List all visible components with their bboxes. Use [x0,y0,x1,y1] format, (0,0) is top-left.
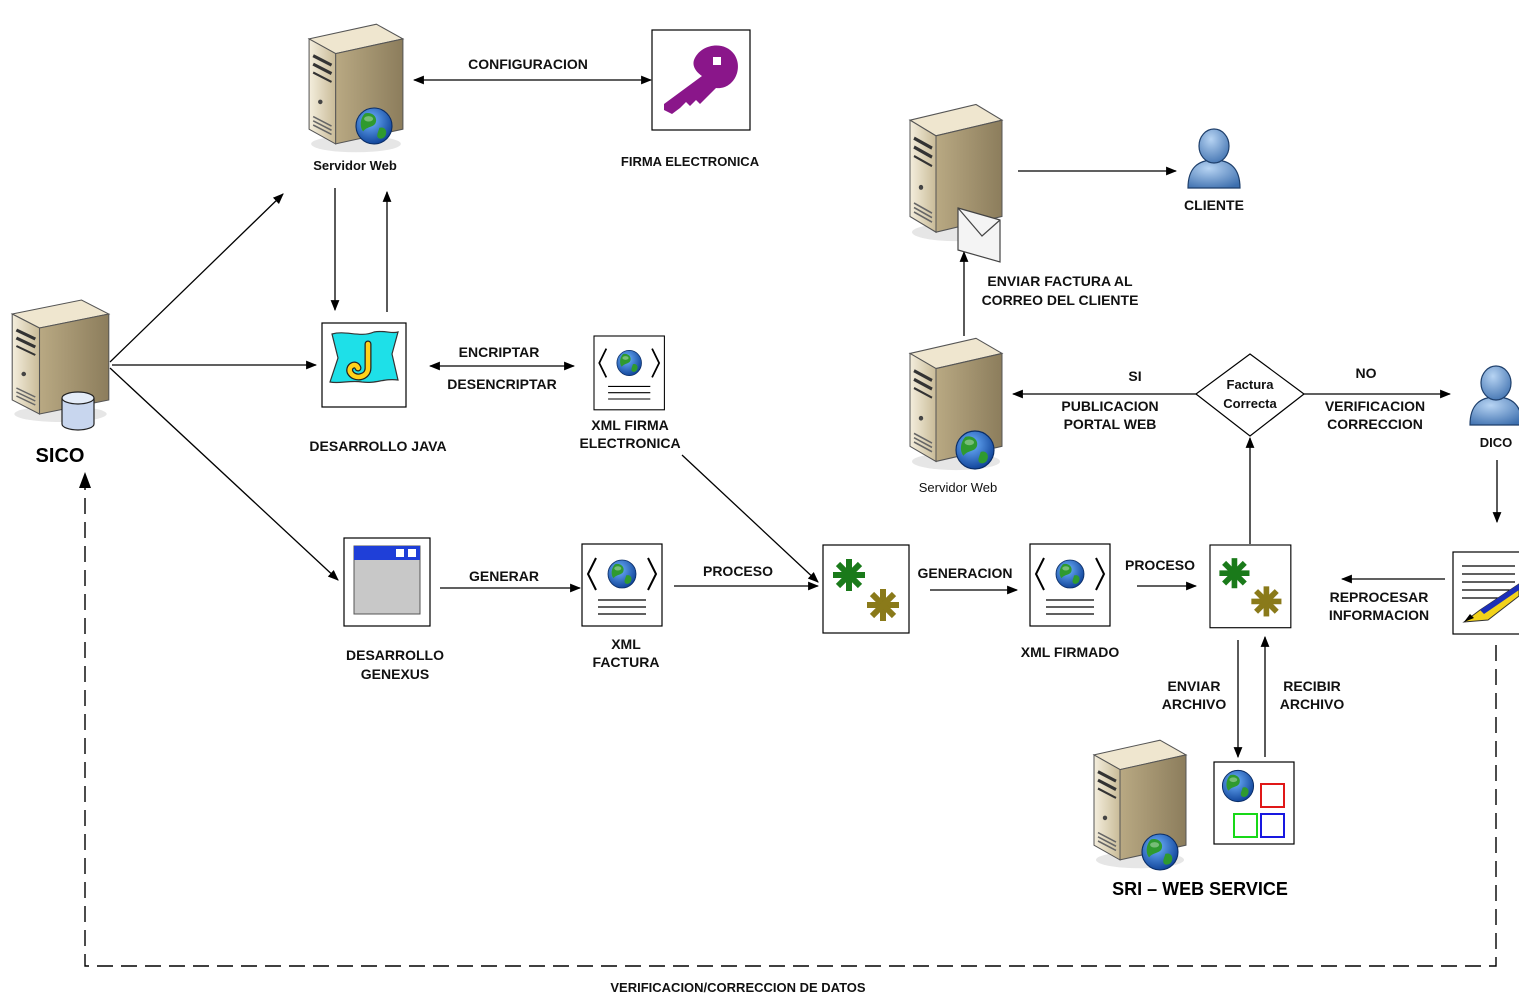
publicacion-label-2: PORTAL WEB [1064,416,1157,432]
servidor-web-top-label: Servidor Web [313,158,397,173]
proceso-1-label: PROCESO [703,563,773,579]
sri-web-service-node[interactable]: SRI – WEB SERVICE [1092,738,1295,899]
servidor-web-right-node[interactable]: Servidor Web [908,336,1004,495]
edge-verificacion-arrowhead [79,472,91,488]
cliente-label: CLIENTE [1184,197,1244,213]
desarrollo-java-label: DESARROLLO JAVA [309,438,446,454]
sico-label: SICO [36,445,85,467]
enviar-factura-label-2: CORREO DEL CLIENTE [982,292,1139,308]
generacion-label: GENERACION [918,565,1013,581]
dico-node[interactable]: DICO [1469,365,1519,450]
servidor-web-right-label: Servidor Web [919,480,998,495]
globe-icon [1141,833,1179,871]
sico-node[interactable]: SICO [10,298,111,467]
reprocesar-label-2: INFORMACION [1329,607,1429,623]
sri-label: SRI – WEB SERVICE [1112,879,1288,899]
xml-firma-label-2: ELECTRONICA [579,435,680,451]
recibir-archivo-label-2: ARCHIVO [1280,696,1345,712]
asterisk-process-icon [823,545,909,633]
xml-firma-label-1: XML FIRMA [591,417,669,433]
decision-label-2: Correcta [1223,396,1277,411]
asterisk-process-icon [1210,545,1291,628]
envelope-icon [957,207,1001,263]
decision-label-1: Factura [1227,377,1275,392]
xml-firma-electronica-node[interactable]: XML FIRMA ELECTRONICA [579,336,681,451]
document-pen-icon [1462,565,1519,623]
xml-factura-node[interactable]: XML FACTURA [582,544,662,670]
desencriptar-label: DESENCRIPTAR [447,376,556,392]
reprocesar-label-1: REPROCESAR [1330,589,1429,605]
genexus-label-2: GENEXUS [361,666,429,682]
xml-document-icon [582,544,662,626]
xml-factura-label-2: FACTURA [593,654,660,670]
java-icon [329,330,399,384]
proceso-2-label: PROCESO [1125,557,1195,573]
person-icon [1187,128,1241,189]
firma-electronica-node[interactable]: FIRMA ELECTRONICA [621,29,760,169]
edge-verificacion-datos [84,485,1497,967]
recibir-archivo-label-1: RECIBIR [1283,678,1341,694]
genexus-label-1: DESARROLLO [346,647,444,663]
firma-electronica-label: FIRMA ELECTRONICA [621,154,760,169]
decision-diamond [1195,353,1305,437]
person-icon [1469,365,1519,426]
xml-document-icon [594,336,664,410]
xml-factura-label-1: XML [611,636,641,652]
database-icon [61,391,95,431]
verificacion-label-2: CORRECCION [1327,416,1423,432]
globe-icon [955,430,995,470]
servidor-web-top-node[interactable]: Servidor Web [307,22,405,173]
enviar-archivo-label-1: ENVIAR [1168,678,1221,694]
xml-firmado-label: XML FIRMADO [1021,644,1120,660]
edge-sico-genexus [109,367,339,581]
dico-label: DICO [1480,435,1513,450]
reprocess-document-node[interactable] [1452,551,1519,635]
desarrollo-java-node[interactable]: DESARROLLO JAVA [309,322,447,454]
verificacion-label-1: VERIFICACION [1325,398,1425,414]
proceso-firma-node[interactable] [823,545,909,633]
publicacion-label-1: PUBLICACION [1061,398,1158,414]
xml-firmado-node[interactable]: XML FIRMADO [1021,544,1120,660]
no-label: NO [1356,365,1377,381]
encriptar-label: ENCRIPTAR [459,344,540,360]
web-service-icon [1213,761,1295,845]
enviar-factura-label-1: ENVIAR FACTURA AL [987,273,1133,289]
configuracion-label: CONFIGURACION [468,56,588,72]
window-icon [353,545,421,615]
edge-firma-proceso [681,454,819,583]
edges [79,75,1502,967]
xml-document-icon [1030,544,1110,626]
generar-label: GENERAR [469,568,539,584]
mail-server-node[interactable] [908,102,1004,263]
desarrollo-genexus-node[interactable]: DESARROLLO GENEXUS [343,537,444,682]
cliente-node[interactable]: CLIENTE [1184,128,1244,213]
enviar-archivo-label-2: ARCHIVO [1162,696,1227,712]
key-icon [664,45,738,114]
edge-sico-servidor [109,193,284,363]
proceso-envio-node[interactable] [1210,545,1291,628]
si-label: SI [1128,368,1141,384]
globe-icon [355,107,393,145]
factura-correcta-decision[interactable]: Factura Correcta [1195,353,1305,437]
verificacion-datos-label: VERIFICACION/CORRECCION DE DATOS [610,980,866,995]
